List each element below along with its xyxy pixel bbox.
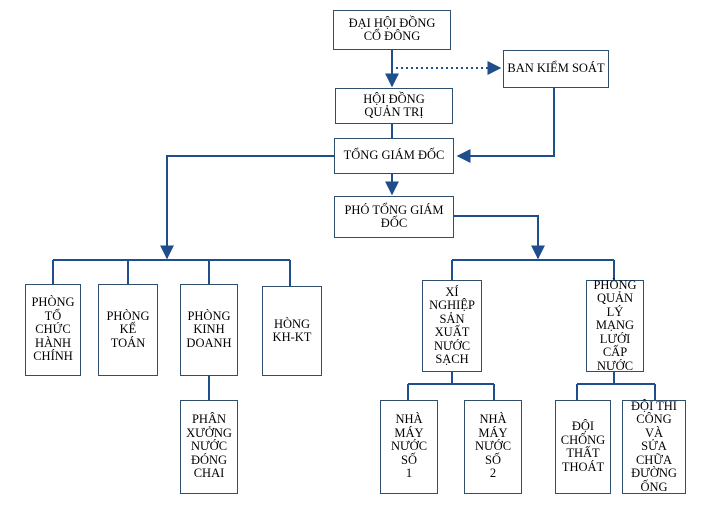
node-doi-thi-cong-va-sua-chua-duong-ong: ĐỘI THI CÔNG VÀ SỬA CHỮA ĐƯỜNG ỐNG xyxy=(622,399,686,494)
node-hoi-dong-quan-tri: HỘI ĐỒNG QUẢN TRỊ xyxy=(335,88,453,124)
node-doi-chong-that-thoat: ĐỘI CHỐNG THẤT THOÁT xyxy=(555,400,611,494)
node-xi-nghiep-san-xuat-nuoc-sach: XÍ NGHIỆP SẢN XUẤT NƯỚC SẠCH xyxy=(422,280,482,372)
node-tong-giam-doc: TỔNG GIÁM ĐỐC xyxy=(334,138,454,174)
node-nha-may-nuoc-so-1: NHÀ MÁY NƯỚC SỐ 1 xyxy=(380,400,438,494)
node-phong-kinh-doanh: PHÒNG KINH DOANH xyxy=(180,284,238,376)
node-dai-hoi-dong-co-dong: ĐẠI HỘI ĐỒNG CỔ ĐÔNG xyxy=(333,10,451,50)
edge-bks-tgd xyxy=(456,88,555,163)
edge-ptgd-right xyxy=(454,215,545,260)
node-phong-to-chuc-hanh-chinh: PHÒNG TỔ CHỨC HÀNH CHÍNH xyxy=(25,284,81,376)
node-nha-may-nuoc-so-2: NHÀ MÁY NƯỚC SỐ 2 xyxy=(464,400,522,494)
node-ban-kiem-soat: BAN KIỂM SOÁT xyxy=(503,50,609,88)
edge-tgd-left xyxy=(160,155,334,260)
node-phan-xuong-nuoc-dong-chai: PHÂN XƯỞNG NƯỚC ĐÓNG CHAI xyxy=(180,400,238,494)
node-pho-tong-giam-doc: PHÓ TỔNG GIÁM ĐỐC xyxy=(334,196,454,238)
node-phong-kh-kt: HÒNG KH-KT xyxy=(262,286,322,376)
node-phong-quan-ly-mang-luoi-cap-nuoc: PHÒNG QUẢN LÝ MẠNG LƯỚI CẤP NƯỚC xyxy=(586,278,644,373)
node-phong-ke-toan: PHÒNG KẾ TOÁN xyxy=(98,284,158,376)
